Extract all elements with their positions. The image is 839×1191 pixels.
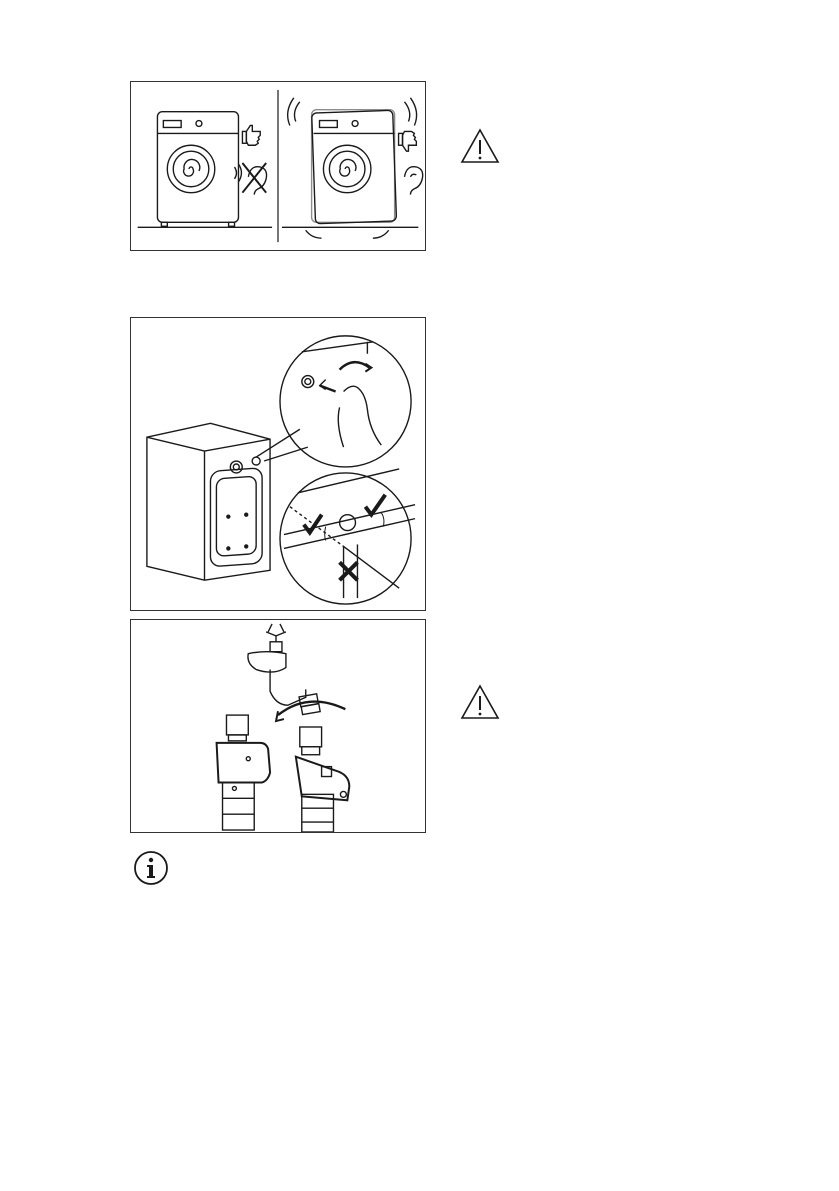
leveling-illustration (131, 82, 425, 250)
checkmark-icon (304, 515, 322, 533)
thumbs-down-icon (399, 131, 417, 151)
warning-triangle-icon (460, 128, 500, 164)
figure-water-inlet-hose (130, 317, 426, 611)
inlet-hose-illustration (131, 318, 425, 610)
figure-tap-connection (130, 619, 426, 833)
thumbs-up-icon (242, 125, 260, 145)
hose-connector-left-icon (217, 715, 270, 830)
figure-leveling (130, 81, 426, 251)
hose-connector-right-icon (296, 727, 349, 832)
cross-icon (340, 562, 358, 580)
warning-triangle-icon (460, 684, 500, 720)
hose-connection-zoom-icon (280, 336, 411, 467)
tap-connection-illustration (131, 620, 425, 832)
hose-angle-zoom-icon (280, 469, 415, 604)
information-icon (133, 850, 169, 886)
ear-icon (404, 167, 422, 195)
vibrating-machine-icon (282, 98, 418, 238)
washing-machine-back-icon (147, 423, 270, 580)
crossed-ear-icon (242, 163, 266, 195)
